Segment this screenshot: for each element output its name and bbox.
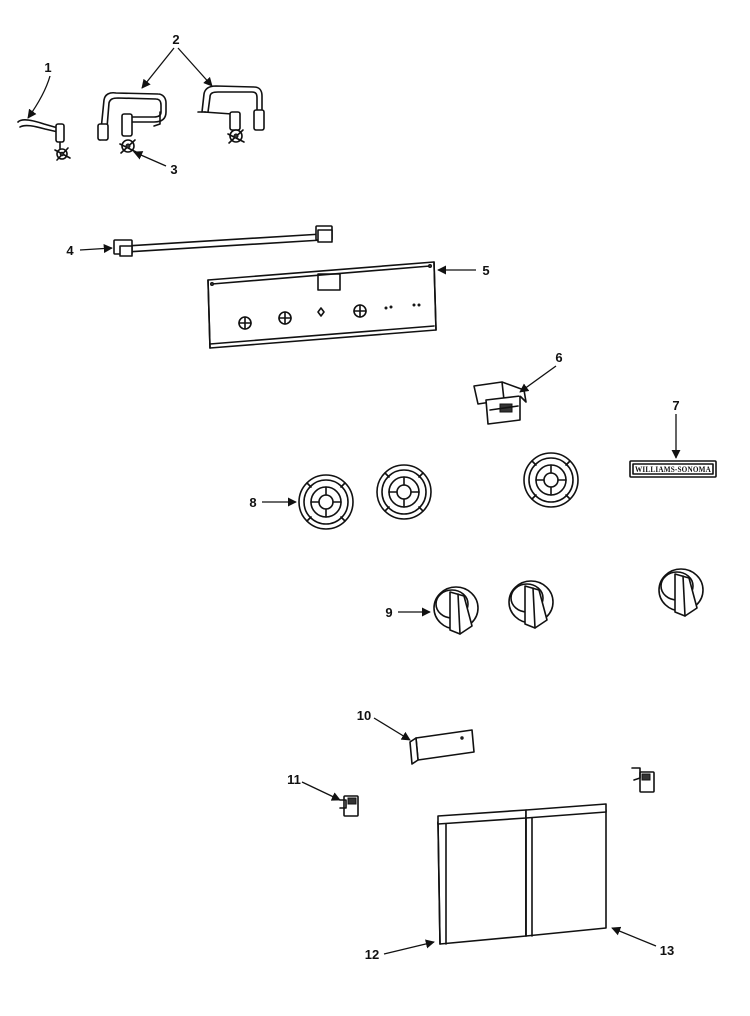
callout-5: 5 (482, 263, 489, 278)
part-1-gas-tube (17, 119, 71, 161)
leader-10 (373, 717, 411, 741)
part-6-bracket (473, 381, 527, 425)
part-7-nameplate: WILLIAMS-SONOMA (629, 460, 717, 478)
callout-2: 2 (172, 32, 179, 47)
callout-leaders (27, 47, 681, 955)
bezel (376, 464, 432, 520)
callout-10: 10 (357, 708, 371, 723)
knob (433, 586, 479, 635)
leader-12 (383, 939, 435, 955)
callout-11: 11 (287, 772, 301, 787)
knob (508, 580, 554, 629)
leader-1 (27, 75, 51, 119)
clip-right (631, 767, 655, 793)
leader-2b (177, 47, 213, 87)
bezel (523, 452, 579, 508)
callout-13: 13 (660, 943, 674, 958)
part-2-burner-tube-right (197, 85, 265, 144)
leader-6 (519, 365, 557, 393)
callout-3: 3 (170, 162, 177, 177)
callout-numbers: 1 2 3 4 5 6 7 8 9 10 11 12 13 (44, 32, 679, 962)
leader-4 (79, 243, 113, 254)
part-4-support-bar (113, 225, 333, 257)
leader-3 (133, 151, 167, 167)
callout-9: 9 (385, 605, 392, 620)
callout-6: 6 (555, 350, 562, 365)
callout-7: 7 (672, 398, 679, 413)
part-10-module (409, 729, 475, 765)
bezel (298, 474, 354, 530)
part-13-door-right (525, 803, 607, 937)
leader-13 (611, 926, 657, 947)
leader-11 (301, 781, 341, 801)
callout-12: 12 (365, 947, 379, 962)
nameplate-text: WILLIAMS-SONOMA (635, 465, 711, 474)
leader-2a (141, 47, 175, 89)
callout-8: 8 (249, 495, 256, 510)
callout-4: 4 (66, 243, 74, 258)
part-12-door-left (437, 809, 527, 945)
knob (658, 568, 704, 617)
part-2-burner-tube-left (97, 91, 167, 154)
part-9-knobs (433, 568, 704, 635)
callout-1: 1 (44, 60, 51, 75)
part-5-control-panel (207, 261, 437, 349)
part-11-clip-left (339, 795, 359, 817)
part-8-bezels (298, 452, 579, 530)
